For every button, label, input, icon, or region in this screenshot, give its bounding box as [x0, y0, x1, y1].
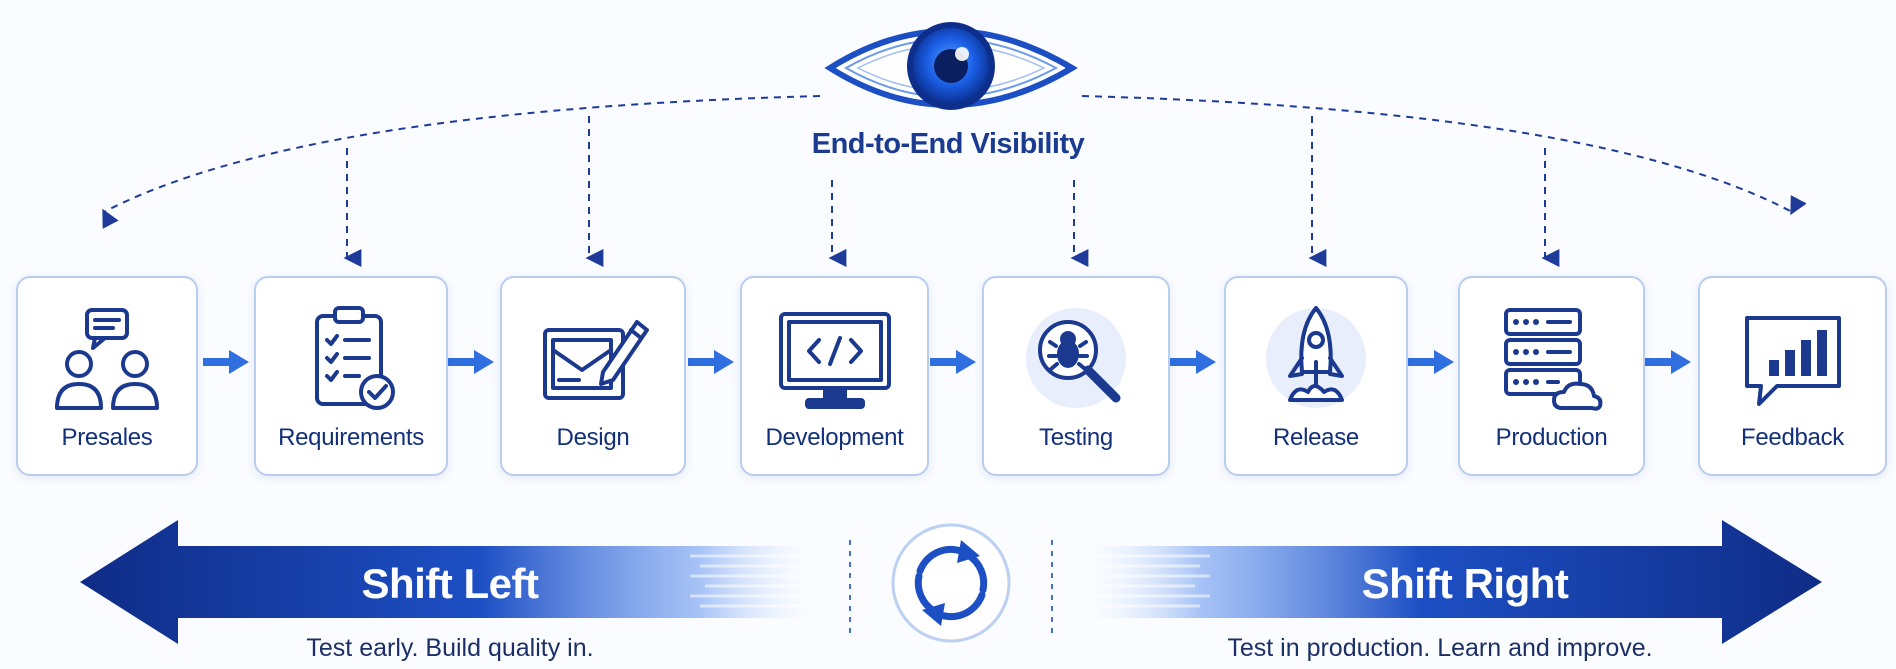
- stage-label: Presales: [61, 424, 153, 451]
- eye-icon: [824, 22, 1078, 110]
- shift-right-title: Shift Right: [1361, 560, 1569, 607]
- flow-arrow: [1170, 350, 1216, 374]
- shift-left-arrow: [80, 520, 810, 644]
- stage-production: Production: [1458, 276, 1645, 476]
- bug-search-icon: [1016, 300, 1136, 420]
- stage-label: Production: [1495, 424, 1608, 451]
- stage-label: Requirements: [278, 424, 424, 451]
- cycle-icon: [891, 523, 1011, 643]
- shift-left-subtitle: Test early. Build quality in.: [306, 634, 594, 662]
- stage-requirements: Requirements: [254, 276, 448, 476]
- center-dividers: [849, 540, 1053, 635]
- shift-right-arrow: [1090, 520, 1822, 644]
- visibility-title: End-to-End Visibility: [811, 128, 1085, 160]
- stage-label: Development: [765, 424, 904, 451]
- clipboard-checklist-icon: [291, 300, 411, 420]
- flow-arrow: [1645, 350, 1691, 374]
- stage-label: Release: [1273, 424, 1359, 451]
- design-pencil-icon: [533, 300, 653, 420]
- flow-arrow: [930, 350, 976, 374]
- stage-testing: Testing: [982, 276, 1170, 476]
- shift-right-subtitle: Test in production. Learn and improve.: [1227, 634, 1653, 662]
- rocket-icon: [1256, 300, 1376, 420]
- stage-release: Release: [1224, 276, 1408, 476]
- stage-presales: Presales: [16, 276, 198, 476]
- feedback-chart-icon: [1733, 300, 1853, 420]
- flow-arrow: [688, 350, 734, 374]
- stage-design: Design: [500, 276, 686, 476]
- flow-arrows: [203, 350, 1691, 374]
- server-cloud-icon: [1492, 300, 1612, 420]
- visibility-connectors: [102, 95, 1807, 267]
- shift-left-title: Shift Left: [361, 560, 539, 607]
- stage-label: Feedback: [1741, 424, 1844, 451]
- flow-arrow: [448, 350, 494, 374]
- code-monitor-icon: [775, 300, 895, 420]
- stage-label: Design: [556, 424, 630, 451]
- stage-label: Testing: [1039, 424, 1113, 451]
- stage-development: Development: [740, 276, 929, 476]
- stage-feedback: Feedback: [1698, 276, 1887, 476]
- people-chat-icon: [47, 300, 167, 420]
- flow-arrow: [203, 350, 249, 374]
- flow-arrow: [1408, 350, 1454, 374]
